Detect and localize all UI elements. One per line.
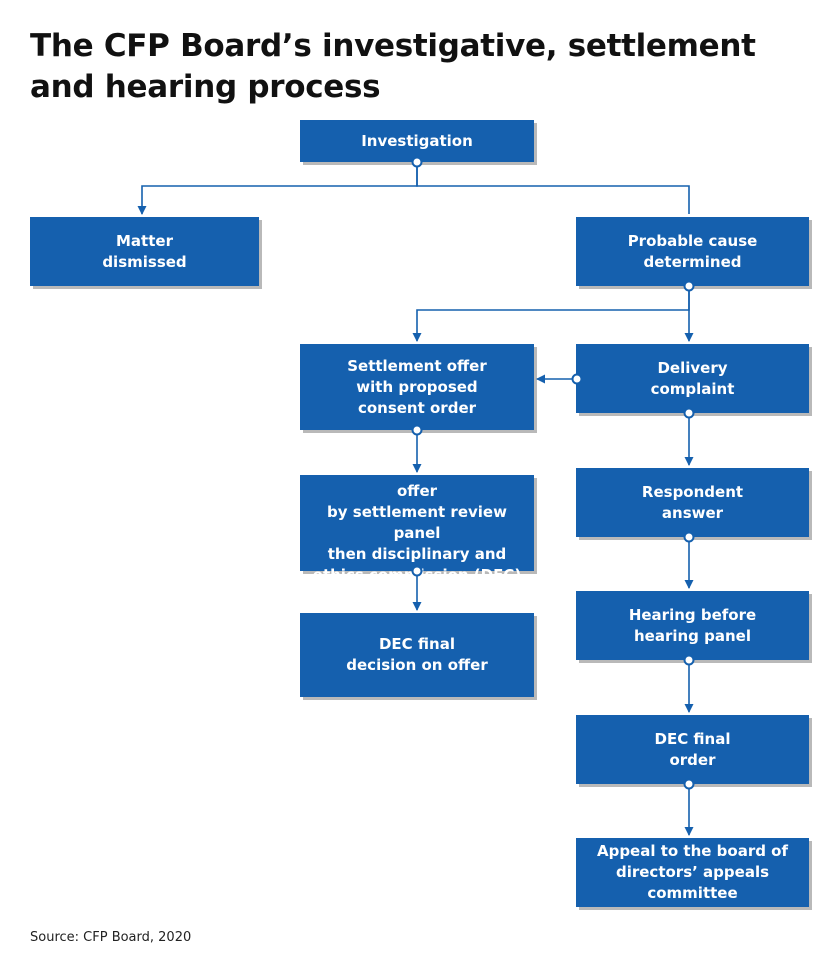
connector-dot-respondent <box>683 531 695 543</box>
node-investigation: Investigation <box>300 120 534 162</box>
node-investigation-label: Investigation <box>361 131 473 150</box>
diagram-title: The CFP Board’s investigative, settlemen… <box>30 28 756 105</box>
connector-dot-delivery <box>571 373 583 385</box>
node-appeal: Appeal to the board of directors’ appeal… <box>576 838 809 907</box>
node-delivery-complaint: Delivery complaint <box>576 344 809 413</box>
node-matter-dismissed-label: Matter dismissed <box>102 231 187 271</box>
node-hearing: Hearing before hearing panel <box>576 591 809 660</box>
connector-investigation-to-matter <box>137 166 418 215</box>
connector-dot-settlement <box>411 424 423 436</box>
connector-probable-to-settlement <box>412 290 690 342</box>
connector-investigation-to-probable <box>416 166 690 214</box>
node-dec-final-order: DEC final order <box>576 715 809 784</box>
node-respondent-answer: Respondent answer <box>576 468 809 537</box>
node-dec-final-order-label: DEC final order <box>654 729 731 769</box>
node-probable-cause-label: Probable cause determined <box>627 231 758 271</box>
node-appeal-label: Appeal to the board of directors’ appeal… <box>596 842 789 902</box>
connector-dot-hearing <box>683 654 695 666</box>
node-settlement-offer: Settlement offer with proposed consent o… <box>300 344 534 430</box>
node-respondent-answer-label: Respondent answer <box>641 482 744 522</box>
node-settlement-offer-label: Settlement offer with proposed consent o… <box>347 356 487 417</box>
connector-dot-delivery-bottom <box>683 407 695 419</box>
connector-dot-review <box>411 565 423 577</box>
node-hearing-label: Hearing before hearing panel <box>628 605 757 645</box>
connector-dot-investigation <box>411 156 423 168</box>
node-delivery-complaint-label: Delivery complaint <box>650 358 735 398</box>
source-note: Source: CFP Board, 2020 <box>30 930 192 945</box>
node-dec-final-decision-label: DEC final decision on offer <box>346 635 488 674</box>
node-dec-final-decision: DEC final decision on offer <box>300 613 534 697</box>
node-matter-dismissed: Matter dismissed <box>30 217 259 286</box>
node-review-settlement-label: Review of settlement offer by settlement… <box>312 461 522 584</box>
node-review-settlement: Review of settlement offer by settlement… <box>300 461 534 584</box>
connector-dot-final-order <box>683 778 695 790</box>
connector-dot-probable <box>683 280 695 292</box>
node-probable-cause: Probable cause determined <box>576 217 809 286</box>
